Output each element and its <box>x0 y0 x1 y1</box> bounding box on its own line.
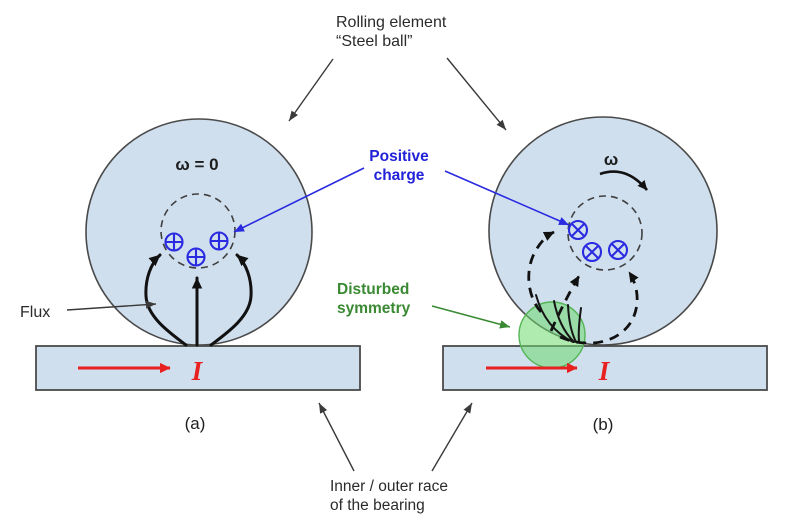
title-line2: “Steel ball” <box>336 33 412 50</box>
circled-plus-icon <box>164 232 184 252</box>
flux-label: Flux <box>20 304 50 321</box>
steel-ball-a <box>85 118 313 346</box>
circled-times-icon <box>567 219 589 241</box>
disturbed-symmetry-label-line1: Disturbed <box>337 281 409 298</box>
rotation-arrow <box>599 170 648 191</box>
steel-ball-b <box>488 116 718 346</box>
pointer-disturbed-symmetry <box>431 305 511 329</box>
pointer-title-to-ball-a <box>288 58 334 122</box>
charge-region-b <box>567 195 643 271</box>
footer-line2: of the bearing <box>330 497 425 514</box>
pointer-footer-to-race-a <box>318 402 355 472</box>
omega-label: ω <box>604 150 618 169</box>
pointer-flux <box>66 300 157 311</box>
footer-line1: Inner / outer race <box>330 478 448 495</box>
pointer-positive-charge-a <box>233 167 365 233</box>
positive-charge-label-line2: charge <box>374 167 425 184</box>
pointer-footer-to-race-b <box>431 402 473 472</box>
caption-a: (a) <box>185 414 206 433</box>
title-line1: Rolling element <box>336 14 447 31</box>
current-label-b: I <box>598 356 611 386</box>
disturbed-symmetry-label-line2: symmetry <box>337 300 411 317</box>
flux-lines-a <box>144 253 253 347</box>
pointer-title-to-ball-b <box>446 57 507 131</box>
flux-lines-b <box>527 230 639 345</box>
circled-times-icon <box>607 239 629 261</box>
circled-plus-icon <box>209 231 229 251</box>
disturbed-symmetry-spot <box>518 301 586 369</box>
circled-times-icon <box>581 241 603 263</box>
current-label-a: I <box>191 356 204 386</box>
pointer-positive-charge-b <box>444 170 570 226</box>
circled-plus-icon <box>186 247 206 267</box>
omega-zero-label: ω = 0 <box>175 155 218 174</box>
positive-charge-label-line1: Positive <box>369 148 429 165</box>
caption-b: (b) <box>593 415 614 434</box>
